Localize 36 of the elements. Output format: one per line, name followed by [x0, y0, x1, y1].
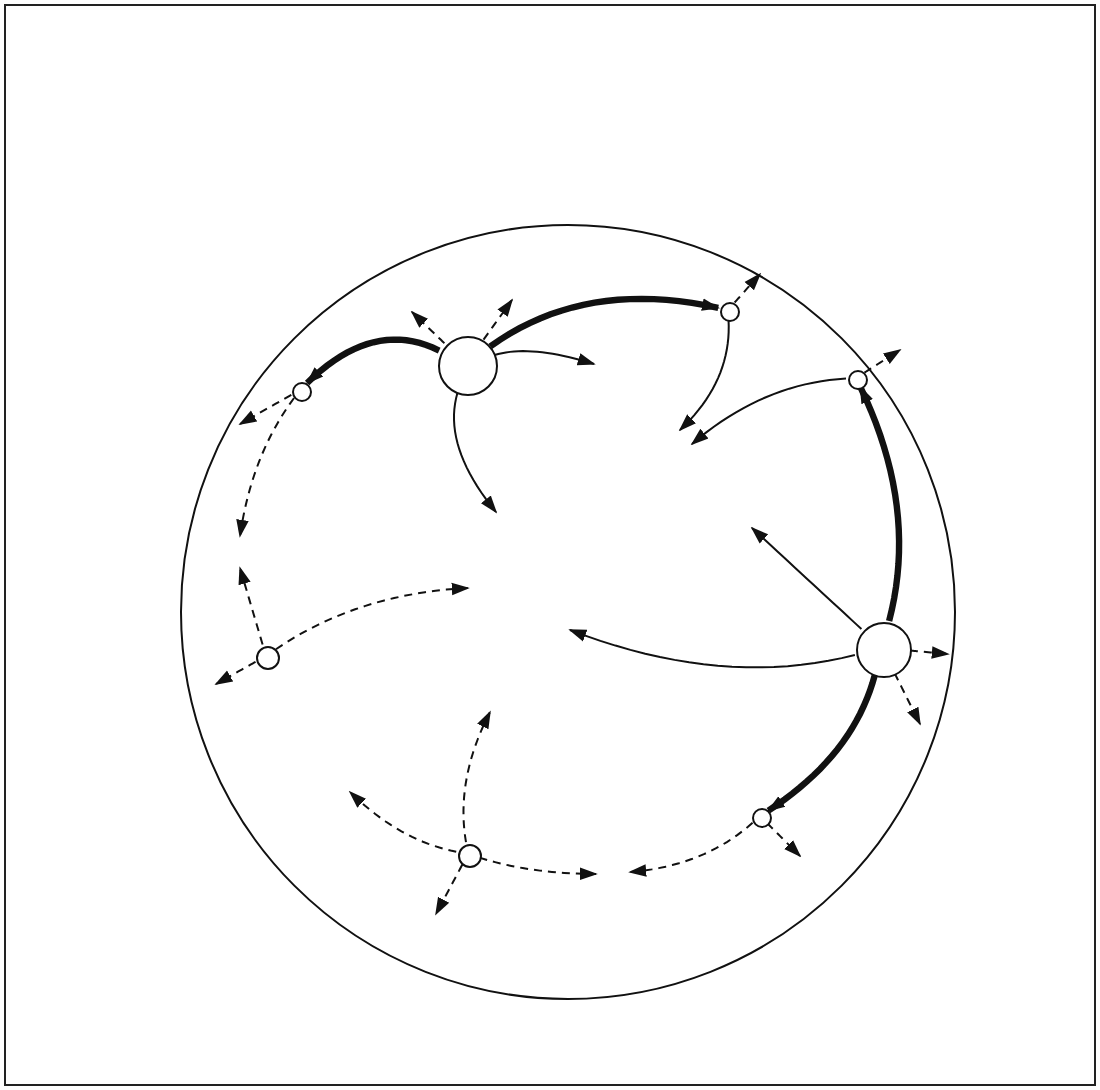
- dashed-arrow: [478, 856, 598, 881]
- dashed-arrow: [893, 672, 921, 726]
- circle-node: [848, 370, 868, 390]
- arrow: [568, 629, 856, 669]
- dashed-arrow: [274, 582, 470, 651]
- dashed-arrow: [238, 393, 293, 425]
- outer-circle: [180, 224, 956, 1000]
- thick-arrow: [766, 674, 878, 814]
- circle-node: [256, 646, 280, 670]
- dashed-arrow: [628, 821, 754, 877]
- arrow: [750, 526, 863, 630]
- circle-node: [752, 808, 772, 828]
- dashed-arrow: [482, 298, 514, 341]
- arrow: [678, 319, 730, 432]
- dashed-arrow: [435, 863, 464, 916]
- arrow: [453, 391, 498, 514]
- dashed-arrow: [863, 349, 902, 374]
- thick-arrow: [304, 336, 441, 386]
- dashed-arrow: [462, 710, 491, 844]
- dashed-arrow: [766, 822, 802, 858]
- thick-arrow: [857, 385, 903, 622]
- dashed-arrow: [908, 646, 950, 659]
- circle-node: [458, 844, 482, 868]
- dashed-arrow: [348, 790, 458, 853]
- circle-node: [720, 302, 740, 322]
- circle-node: [438, 336, 498, 396]
- dashed-arrow: [410, 310, 446, 345]
- thick-arrow: [488, 295, 720, 350]
- arrow: [493, 350, 596, 366]
- dashed-arrow: [214, 660, 257, 685]
- dashed-arrow: [236, 397, 296, 538]
- dashed-arrow: [733, 272, 762, 304]
- arrow: [690, 377, 847, 446]
- dashed-arrow: [238, 566, 264, 646]
- circle-node: [292, 382, 312, 402]
- circle-node: [856, 622, 912, 678]
